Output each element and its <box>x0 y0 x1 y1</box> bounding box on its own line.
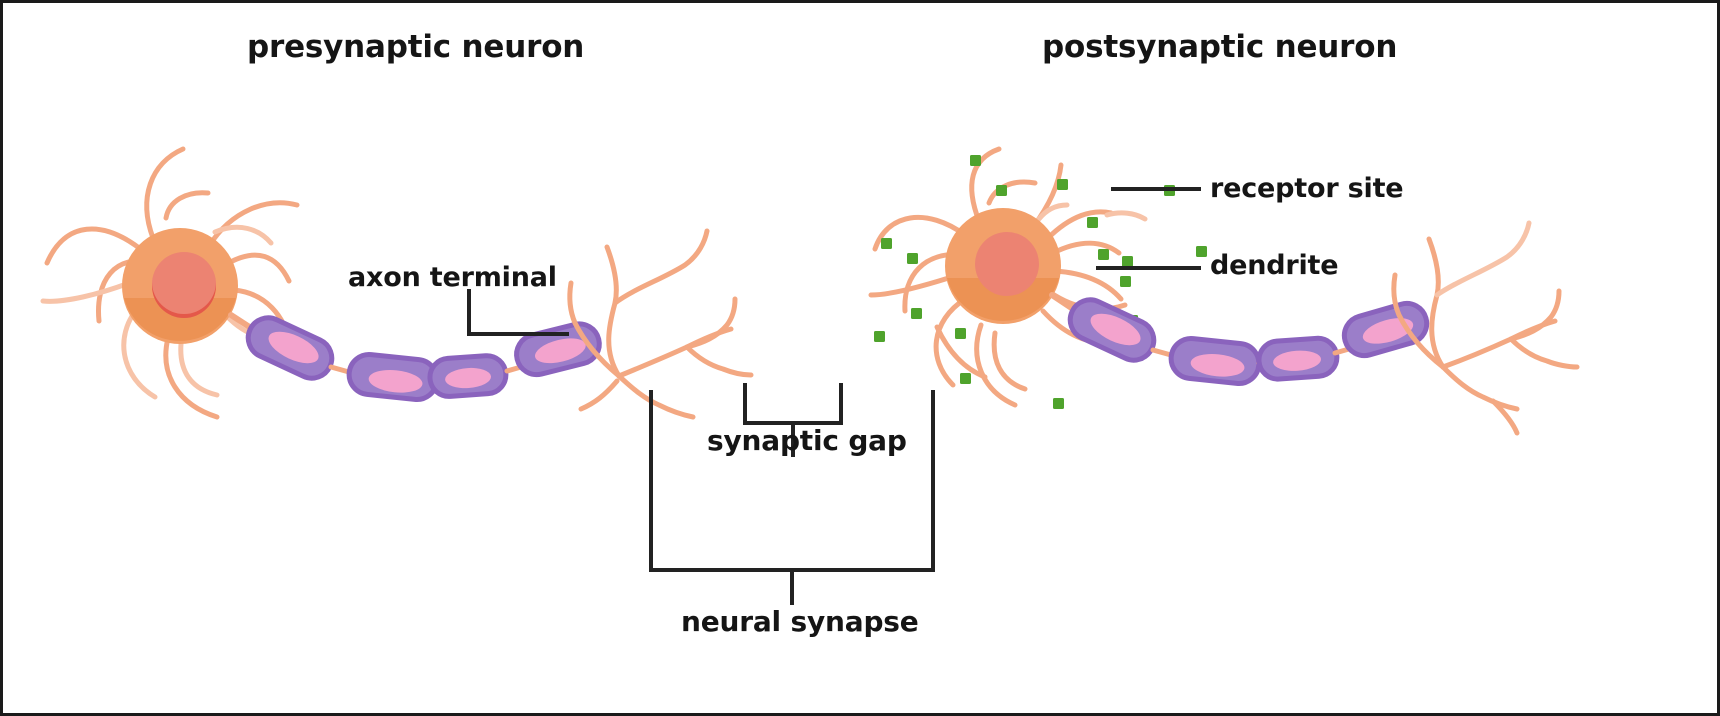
presynaptic-neuron <box>40 146 754 420</box>
postsynaptic-axon-terminal <box>1391 220 1580 436</box>
title-presynaptic-neuron: presynaptic neuron <box>247 29 585 65</box>
neural-synapse-bracket <box>649 390 935 605</box>
receptor-sites <box>874 155 1207 409</box>
leader-lines <box>467 187 1201 336</box>
postsynaptic-myelin-sheath <box>1067 297 1430 387</box>
synaptic-gap-bracket <box>743 383 843 457</box>
label-neural-synapse: neural synapse <box>681 605 919 638</box>
axon-terminal-leader <box>467 289 569 336</box>
label-axon-terminal: axon terminal <box>348 262 557 293</box>
label-synaptic-gap: synaptic gap <box>707 424 907 457</box>
label-receptor-site: receptor site <box>1210 173 1404 204</box>
postsynaptic-neuron <box>868 146 1580 436</box>
postsynaptic-soma <box>945 208 1061 324</box>
label-dendrite: dendrite <box>1210 250 1339 281</box>
presynaptic-myelin-sheath <box>245 315 602 403</box>
title-postsynaptic-neuron: postsynaptic neuron <box>1042 29 1398 65</box>
neural-synapse-illustration <box>40 146 1580 605</box>
presynaptic-axon-terminal <box>567 228 754 420</box>
presynaptic-soma <box>122 228 238 344</box>
